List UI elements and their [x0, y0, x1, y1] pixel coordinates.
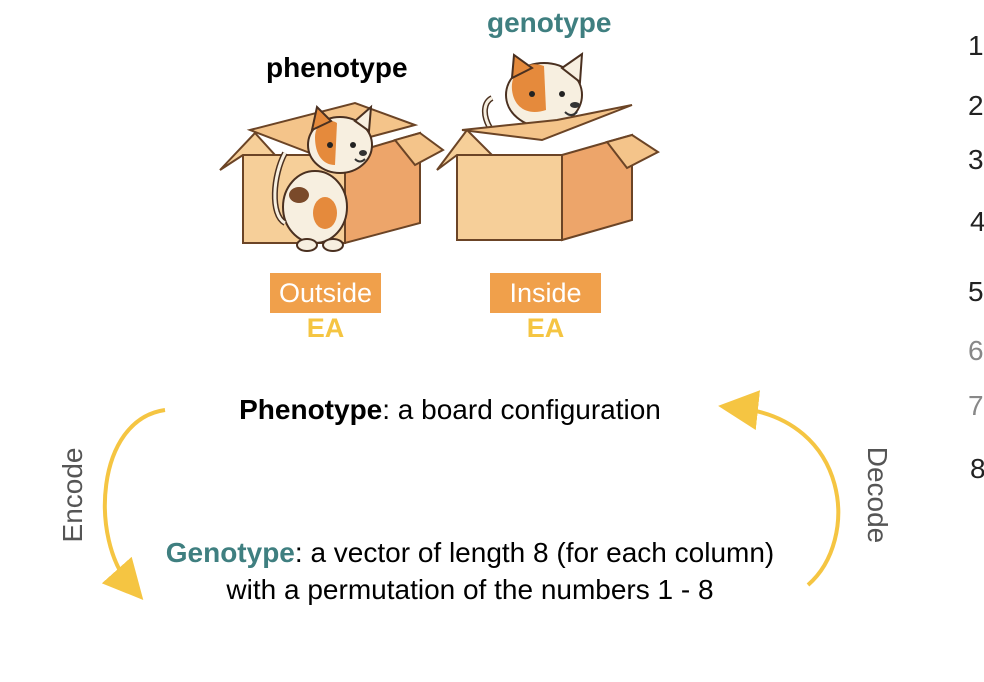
phenotype-description: Phenotype: a board configuration: [160, 394, 740, 426]
inside-label: Inside: [490, 273, 601, 313]
inside-ea-label: EA: [526, 313, 565, 343]
right-number-6: 6: [968, 335, 984, 366]
decode-arrow: [718, 390, 841, 587]
phenotype-label: phenotype: [266, 52, 408, 83]
right-number-4: 4: [970, 206, 984, 237]
encode-arrow: [101, 408, 166, 600]
genotype-description: Genotype: a vector of length 8 (for each…: [150, 534, 790, 608]
right-number-1: 1: [968, 30, 984, 61]
genotype-label: genotype: [487, 7, 612, 38]
encode-label: Encode: [57, 447, 88, 543]
right-number-8: 8: [970, 453, 984, 484]
cat-outside-box-illustration: [219, 101, 445, 252]
right-number-3: 3: [968, 144, 984, 175]
genotype-definition: : a vector of length 8 (for each column)…: [226, 537, 775, 605]
right-number-2: 2: [968, 90, 984, 121]
outside-ea-label: EA: [306, 313, 345, 343]
phenotype-definition: : a board configuration: [382, 394, 661, 425]
phenotype-term: Phenotype: [239, 394, 383, 425]
genotype-term: Genotype: [165, 537, 295, 568]
outside-label: Outside: [270, 273, 381, 313]
decode-label: Decode: [862, 446, 893, 544]
right-number-5: 5: [968, 276, 984, 307]
right-number-7: 7: [968, 390, 984, 421]
cat-inside-box-illustration: [436, 51, 660, 242]
